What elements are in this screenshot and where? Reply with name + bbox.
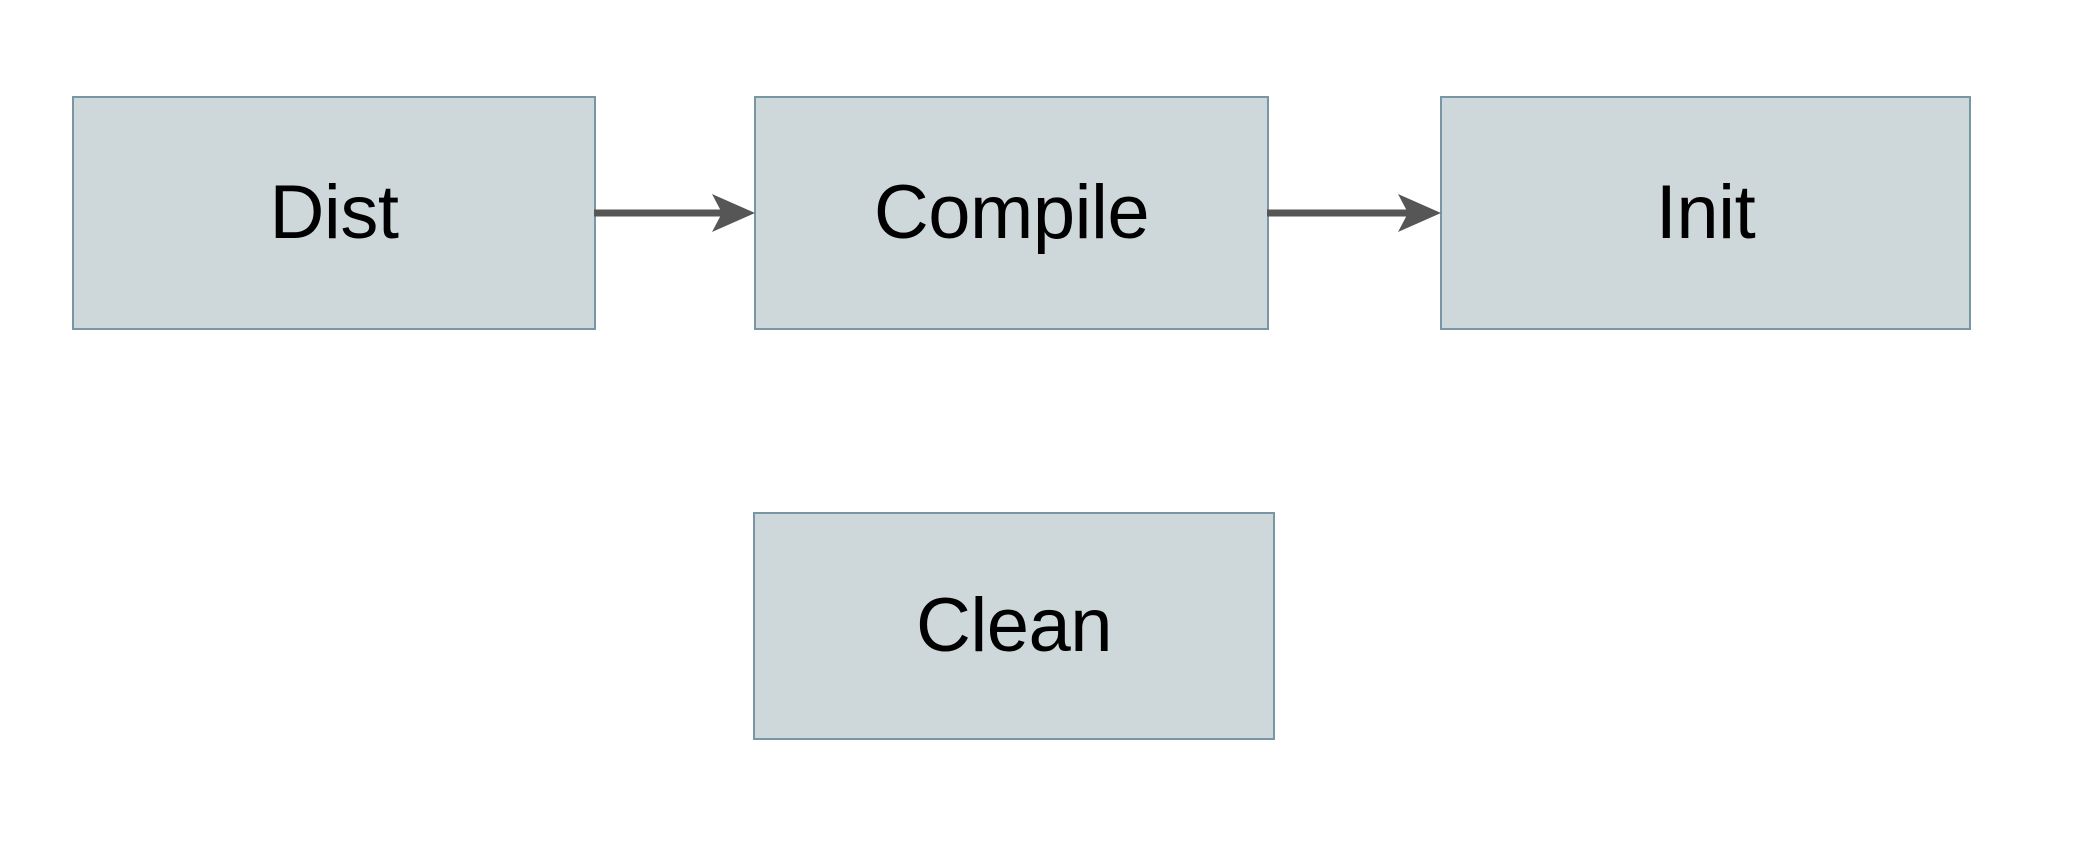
diagram-node-clean[interactable]: Clean — [753, 512, 1275, 740]
diagram-edge-compile-to-init[interactable] — [1267, 193, 1442, 233]
node-label: Init — [1655, 170, 1756, 255]
node-label: Clean — [915, 583, 1113, 668]
arrowhead-icon — [712, 194, 755, 232]
diagram-node-dist[interactable]: Dist — [72, 96, 596, 330]
node-label: Compile — [873, 170, 1150, 255]
diagram-node-init[interactable]: Init — [1440, 96, 1971, 330]
arrowhead-icon — [1398, 194, 1441, 232]
diagram-edge-dist-to-compile[interactable] — [594, 193, 756, 233]
node-label: Dist — [269, 170, 399, 255]
diagram-node-compile[interactable]: Compile — [754, 96, 1269, 330]
